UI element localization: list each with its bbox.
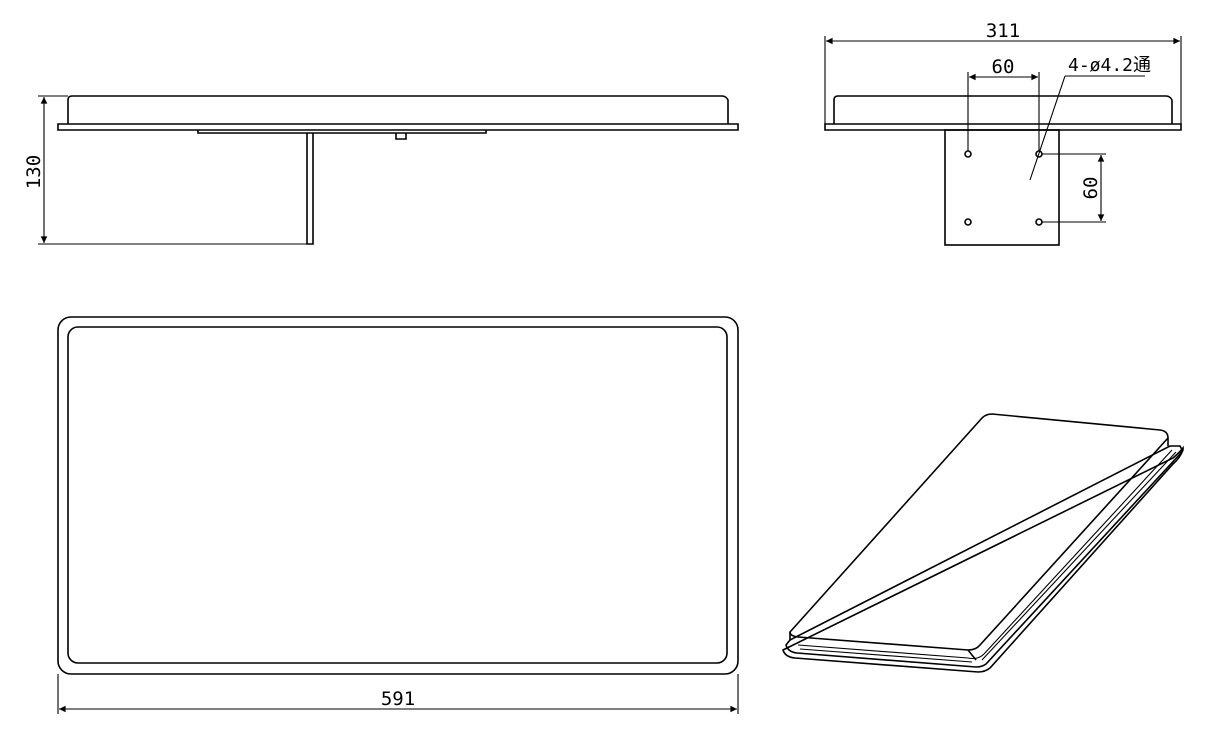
top-inner-outline (67, 326, 728, 664)
hole-icon (964, 218, 972, 226)
side-width-label: 311 (986, 20, 1020, 42)
top-length-label: 591 (381, 688, 415, 710)
iso-bevel-front (797, 449, 1173, 660)
hole-icon (1035, 218, 1043, 226)
iso-bevel-inner (799, 451, 1177, 663)
hole-spacing-x-label: 60 (992, 56, 1015, 78)
front-screw (395, 133, 407, 140)
top-view: 591 (57, 316, 739, 714)
front-height-label: 130 (23, 155, 45, 189)
iso-body-side (789, 438, 1169, 661)
front-rim (57, 123, 739, 131)
front-bracket (306, 133, 314, 245)
side-view: 311 60 60 4-ø4.2通 (824, 20, 1182, 246)
front-tray-body (67, 95, 729, 124)
hole-spacing-y-label: 60 (1080, 177, 1102, 200)
iso-flange-top (785, 445, 1183, 668)
front-view: 130 (23, 95, 739, 245)
hole-leader-line (1029, 75, 1066, 181)
iso-flange-bottom (782, 445, 1184, 673)
top-outer-outline (57, 316, 739, 675)
side-tray-body (833, 95, 1173, 124)
side-rim (824, 123, 1182, 131)
hole-icon (964, 150, 972, 158)
side-bracket-plate (944, 129, 1060, 246)
front-mount-plate (197, 130, 487, 134)
hole-note-label: 4-ø4.2通 (1068, 55, 1151, 76)
isometric-view (782, 413, 1184, 673)
